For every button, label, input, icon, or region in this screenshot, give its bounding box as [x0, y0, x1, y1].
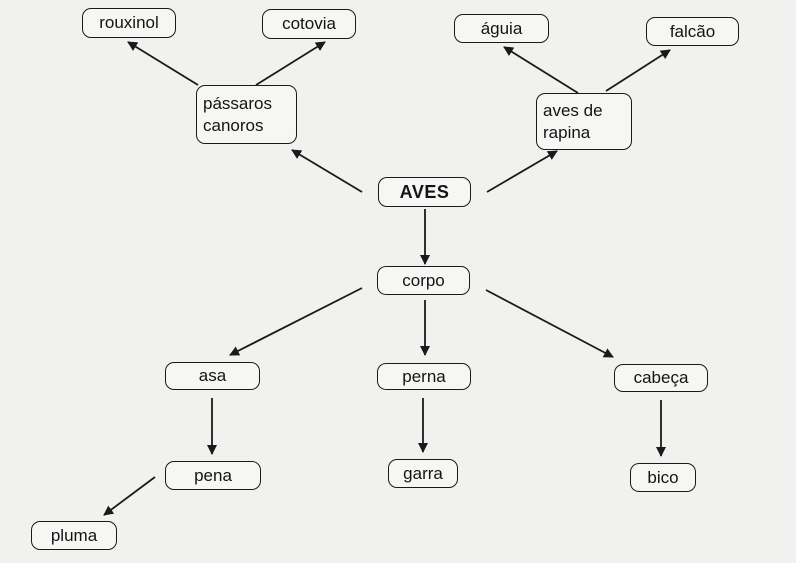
- node-falcao: falcão: [646, 17, 739, 46]
- arrow-aves-de-rapina-to-falcao: [605, 49, 671, 92]
- node-aves: AVES: [378, 177, 471, 207]
- node-cabeca: cabeça: [614, 364, 708, 392]
- node-aguia: águia: [454, 14, 549, 43]
- node-garra: garra: [388, 459, 458, 488]
- node-pena: pena: [165, 461, 261, 490]
- arrow-aves-de-rapina-to-aguia: [503, 46, 579, 94]
- arrow-aves-to-aves-de-rapina: [486, 150, 558, 193]
- node-cotovia: cotovia: [262, 9, 356, 39]
- node-bico: bico: [630, 463, 696, 492]
- node-aves-de-rapina: aves de rapina: [536, 93, 632, 150]
- node-asa: asa: [165, 362, 260, 390]
- node-passaros-canoros: pássaros canoros: [196, 85, 297, 144]
- arrow-passaros-canoros-to-rouxinol: [127, 41, 199, 86]
- arrow-pena-to-pluma: [103, 476, 156, 516]
- arrow-aves-to-passaros-canoros: [291, 149, 363, 193]
- node-rouxinol: rouxinol: [82, 8, 176, 38]
- arrow-corpo-to-asa: [229, 287, 363, 356]
- arrow-corpo-to-cabeca: [485, 289, 614, 358]
- arrow-passaros-canoros-to-cotovia: [255, 41, 326, 86]
- node-corpo: corpo: [377, 266, 470, 295]
- node-perna: perna: [377, 363, 471, 390]
- node-pluma: pluma: [31, 521, 117, 550]
